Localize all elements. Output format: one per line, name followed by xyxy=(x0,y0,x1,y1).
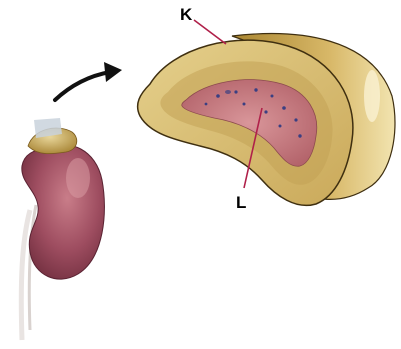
adrenal-cross-section xyxy=(138,34,395,206)
pointer-line-k xyxy=(194,20,226,44)
curved-arrow-icon xyxy=(55,62,122,100)
label-l: L xyxy=(236,193,246,212)
label-k-group: K xyxy=(180,5,226,44)
kidney-illustration xyxy=(21,118,104,340)
kidney-highlight xyxy=(66,158,90,198)
gland-highlight xyxy=(364,70,380,122)
label-k: K xyxy=(180,5,193,24)
